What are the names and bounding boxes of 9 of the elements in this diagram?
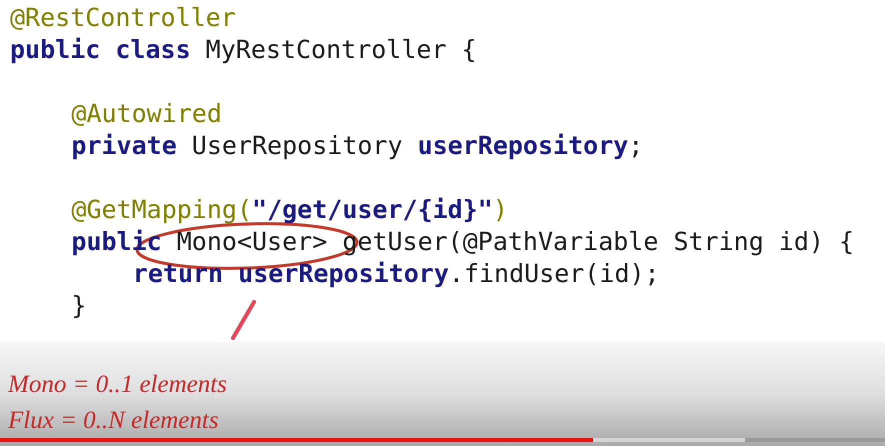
code-line: @Autowired	[71, 98, 222, 130]
code-line: private UserRepository userRepository;	[71, 130, 644, 162]
code-line: @GetMapping("/get/user/{id}")	[71, 194, 508, 226]
handwritten-note: Mono = 0..1 elements	[8, 370, 227, 400]
handwritten-note: Flux = 0..N elements	[8, 406, 219, 436]
code-line: @RestController	[10, 2, 236, 34]
code-line: public class MyRestController {	[10, 34, 477, 66]
code-line: return userRepository.findUser(id);	[132, 258, 660, 290]
code-line: }	[71, 290, 86, 322]
